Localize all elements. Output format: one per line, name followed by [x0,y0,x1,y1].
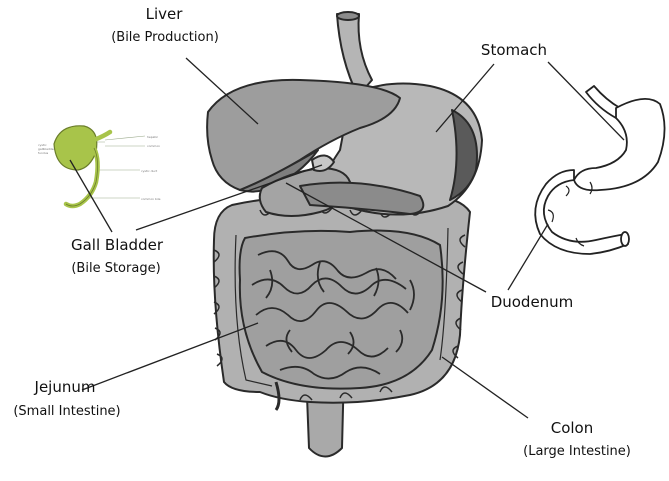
colon-label: Colon [550,419,594,437]
duodenum-leader-inset [507,223,549,291]
colon-taenia [234,227,449,387]
jejunum-leader [81,322,259,391]
leader-lines [69,57,625,419]
svg-text:cystic: cystic [38,143,47,147]
svg-text:hepatic: hepatic [147,135,158,139]
liver-label: Liver [145,5,183,23]
svg-text:common: common [147,144,160,148]
stomach-shadow [449,109,478,201]
stomach-inset-leader [547,61,625,141]
gallbladder-inset: cystic gallbladder fundus hepatic common… [38,125,161,209]
stomach-label: Stomach [480,41,548,59]
liver-leader [185,57,259,125]
esophagus-opening [336,11,360,21]
duodenum-leader-main [285,182,487,293]
liver-note: (Bile Production) [111,30,219,45]
gall-bladder-label: Gall Bladder [70,236,163,254]
stomach-leader [435,63,495,133]
svg-text:gallbladder: gallbladder [38,147,56,151]
small-intestine-coils [251,250,415,380]
svg-text:common bile: common bile [141,197,161,201]
pancreas-shape [299,181,425,215]
gallbladder-leader-inset [69,159,113,233]
inset-esophagus [585,85,621,119]
svg-text:cystic duct: cystic duct [141,169,158,173]
jejunum-label: Jejunum [34,378,96,396]
colon-note: (Large Intestine) [523,444,631,459]
liver-shape [206,78,401,191]
duodenum-label: Duodenum [490,293,574,311]
digestive-system-illustration [206,11,483,458]
gallbladder-body [53,125,98,171]
jejunum-note: (Small Intestine) [13,404,121,419]
appendix-shape [274,381,281,411]
colon-haustra [213,207,466,401]
colon-leader [441,356,529,419]
svg-text:fundus: fundus [38,151,49,155]
gall-bladder-note: (Bile Storage) [71,261,161,276]
inset-stomach [573,98,666,192]
stomach-duodenum-inset [534,85,666,255]
small-intestine-shape [238,229,444,390]
gallbladder-leader-main [135,164,323,231]
